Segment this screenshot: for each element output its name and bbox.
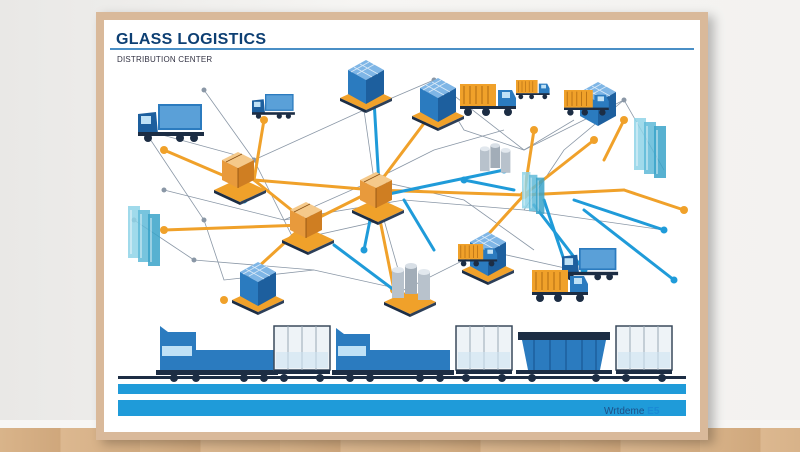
header-divider xyxy=(110,48,694,50)
bottom-band xyxy=(118,384,686,394)
brand-logo: Wrtdeme E5 xyxy=(604,406,659,417)
rail-car-icon xyxy=(615,325,673,383)
bottom-band xyxy=(118,400,686,416)
train-locomotive-icon xyxy=(332,328,454,382)
freight-train xyxy=(118,325,686,383)
glass-panes-icon xyxy=(127,205,161,267)
container-truck-icon xyxy=(515,79,550,100)
glass-crate-icon xyxy=(340,59,392,113)
truck-icon xyxy=(252,94,295,119)
glass-panes-icon xyxy=(521,171,545,215)
poster-title: GLASS LOGISTICS xyxy=(116,31,267,48)
brand-text: Wrtdeme xyxy=(604,406,645,417)
container-truck-icon xyxy=(459,83,517,117)
poster-subtitle: DISTRIBUTION CENTER xyxy=(117,55,213,64)
cylinder-stack-icon xyxy=(480,143,511,173)
glass-crate-icon xyxy=(232,261,284,315)
truck-icon xyxy=(138,104,204,142)
glass-panes-icon xyxy=(633,117,667,179)
rail-car-icon xyxy=(455,325,513,383)
brand-mark: E5 xyxy=(647,406,660,417)
logistics-network-illustration xyxy=(118,59,688,416)
blue-routes xyxy=(332,98,676,292)
train-locomotive-icon xyxy=(156,326,278,382)
rail-car-icon xyxy=(273,325,331,383)
hopper-car-icon xyxy=(516,332,612,382)
